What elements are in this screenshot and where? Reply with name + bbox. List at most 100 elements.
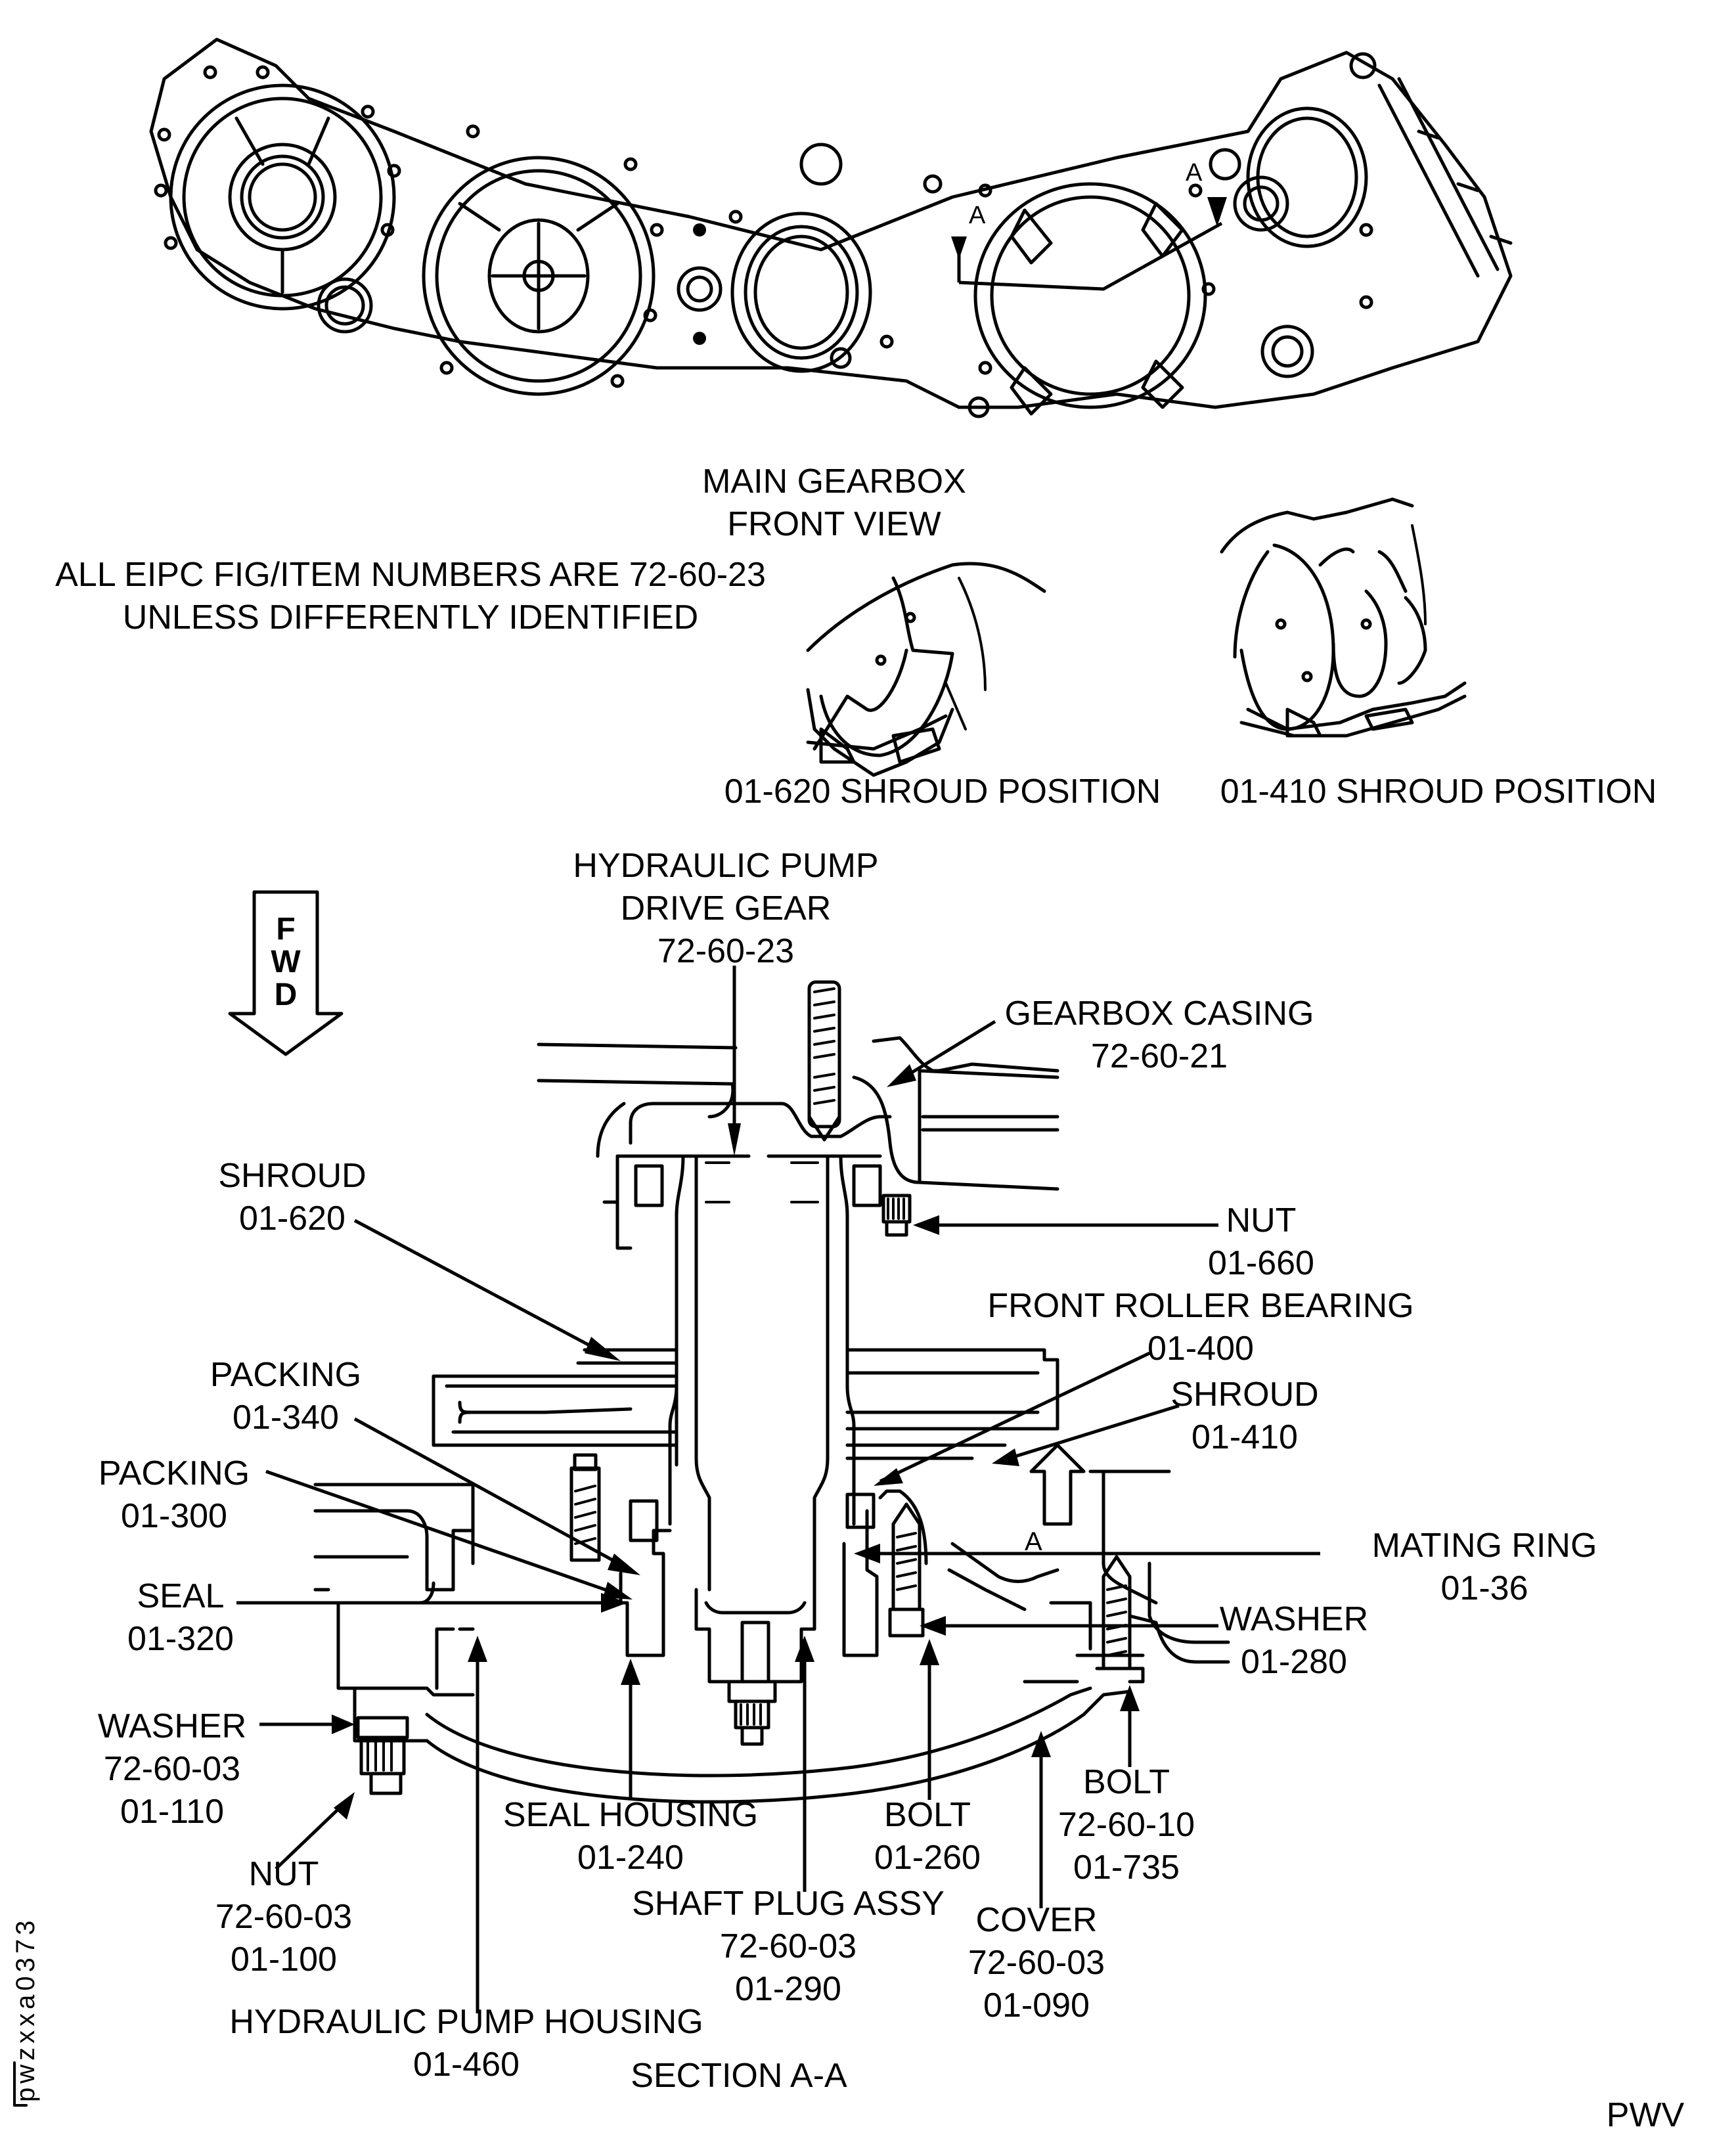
callout-front-roller-bearing: FRONT ROLLER BEARING 01-400 xyxy=(987,1287,1413,1368)
callout-line: SHROUD xyxy=(1170,1376,1318,1414)
gear-cover-1 xyxy=(169,83,396,311)
callout-line: 01-240 xyxy=(577,1839,684,1877)
eipc-note-line1: ALL EIPC FIG/ITEM NUMBERS ARE 72-60-23 xyxy=(55,556,766,594)
callout-hydraulic-pump-housing: HYDRAULIC PUMP HOUSING 01-460 xyxy=(229,2003,703,2084)
callout-line: 01-460 xyxy=(413,2046,520,2084)
callout-shroud-01-410: SHROUD 01-410 xyxy=(1170,1376,1318,1456)
callout-line: 01-100 xyxy=(231,1940,337,1979)
section-title: SECTION A-A xyxy=(631,2057,847,2095)
shroud-position-01-410-drawing xyxy=(1220,497,1467,738)
bolt-01-735-part xyxy=(1075,1555,1145,1684)
section-marker-a-3: A xyxy=(1025,1527,1042,1556)
gear-cover-2 xyxy=(422,156,656,396)
washer-01-110-part xyxy=(356,1716,409,1795)
shaft-plug-assy-part xyxy=(694,1588,816,1746)
callout-line: 72-60-03 xyxy=(968,1944,1105,1982)
callout-line: 01-36 xyxy=(1441,1569,1528,1607)
port-boss-1 xyxy=(317,277,373,334)
callout-line: BOLT xyxy=(1083,1763,1170,1801)
callout-bolt-01-260: BOLT 01-260 xyxy=(874,1796,981,1877)
callout-line: 01-660 xyxy=(1208,1244,1314,1282)
callout-line: SHROUD xyxy=(218,1157,366,1195)
section-a-a-drawing xyxy=(313,980,1230,1804)
bolt-holes xyxy=(154,65,1373,418)
callout-line: BOLT xyxy=(884,1796,971,1834)
main-view-title-line1: MAIN GEARBOX xyxy=(702,462,966,501)
figure-reference-text: pwzxxa0373 xyxy=(11,1917,40,2102)
callout-packing-01-300: PACKING 01-300 xyxy=(99,1454,250,1535)
callout-line: 72-60-03 xyxy=(720,1927,857,1965)
callout-washer-01-110: WASHER 72-60-03 01-110 xyxy=(98,1707,246,1831)
callout-line: 01-735 xyxy=(1073,1848,1180,1887)
callout-line: PACKING xyxy=(99,1454,250,1492)
callout-line: 01-400 xyxy=(1147,1330,1254,1368)
fwd-letter-d: D xyxy=(275,977,298,1012)
callout-washer-01-280: WASHER 01-280 xyxy=(1220,1600,1368,1681)
callout-line: 01-620 xyxy=(239,1199,345,1238)
left-stud xyxy=(569,1453,601,1562)
callout-line: GEARBOX CASING xyxy=(1005,995,1314,1033)
callout-leaders xyxy=(236,966,1320,2013)
gear-cover-4 xyxy=(973,182,1207,416)
section-cut-line xyxy=(958,221,1223,291)
callout-line: MATING RING xyxy=(1372,1527,1597,1565)
callout-line: 01-320 xyxy=(127,1620,234,1658)
callout-line: 01-340 xyxy=(233,1399,339,1437)
callout-nut-01-660: NUT 01-660 xyxy=(1208,1201,1314,1282)
main-gearbox-front-view-drawing: A A xyxy=(149,37,1513,418)
drive-gear-shaft xyxy=(694,1154,830,1592)
callout-seal-01-320: SEAL 01-320 xyxy=(127,1577,234,1658)
callout-line: 01-290 xyxy=(735,1970,841,2008)
callout-shaft-plug-assy: SHAFT PLUG ASSY 72-60-03 01-290 xyxy=(632,1885,945,2008)
callout-line: COVER xyxy=(976,1901,1098,1939)
callout-line: FRONT ROLLER BEARING xyxy=(987,1287,1413,1325)
section-marker-a-2: A xyxy=(1186,159,1203,187)
callout-line: 72-60-23 xyxy=(657,932,794,970)
callout-line: DRIVE GEAR xyxy=(621,889,832,928)
callout-line: SHAFT PLUG ASSY xyxy=(632,1885,945,1923)
callout-mating-ring: MATING RING 01-36 xyxy=(1372,1527,1597,1607)
callout-line: SEAL HOUSING xyxy=(503,1796,758,1834)
center-boss xyxy=(677,266,723,312)
cover-outline xyxy=(425,1686,1092,1778)
stud xyxy=(807,980,841,1142)
shroud-position-01-620-caption: 01-620 SHROUD POSITION xyxy=(724,773,1161,811)
callout-line: 72-60-03 xyxy=(215,1898,352,1936)
callout-line: NUT xyxy=(249,1855,319,1893)
callout-cover: COVER 72-60-03 01-090 xyxy=(968,1901,1105,2025)
callout-shroud-01-620: SHROUD 01-620 xyxy=(218,1157,366,1238)
callout-line: 01-260 xyxy=(874,1839,981,1877)
callout-line: 72-60-21 xyxy=(1091,1037,1228,1075)
callout-line: PACKING xyxy=(210,1356,361,1394)
callout-gearbox-casing: GEARBOX CASING 72-60-21 xyxy=(1005,995,1314,1075)
hole xyxy=(693,223,706,236)
callout-line: 72-60-03 xyxy=(104,1750,240,1788)
callout-seal-housing: SEAL HOUSING 01-240 xyxy=(503,1796,758,1877)
callout-line: 01-090 xyxy=(983,1986,1090,2025)
section-marker-a: A xyxy=(969,202,986,229)
section-arrow xyxy=(1207,197,1227,227)
fwd-letter-w: W xyxy=(271,945,301,979)
seal-housing-part xyxy=(619,1529,672,1657)
eipc-note-line2: UNLESS DIFFERENTLY IDENTIFIED xyxy=(123,598,698,637)
callout-line: HYDRAULIC PUMP HOUSING xyxy=(229,2003,703,2041)
callout-hydraulic-pump-drive-gear: HYDRAULIC PUMP DRIVE GEAR 72-60-23 xyxy=(573,847,878,970)
main-view-title-line2: FRONT VIEW xyxy=(727,505,941,543)
callout-line: 01-410 xyxy=(1191,1418,1298,1456)
callout-line: 72-60-10 xyxy=(1058,1806,1195,1844)
nut-01-660-part xyxy=(881,1194,912,1237)
callout-line: HYDRAULIC PUMP xyxy=(573,847,878,885)
forward-direction-arrow: F W D xyxy=(228,890,344,1056)
callout-line: 01-110 xyxy=(120,1793,224,1831)
callout-line: WASHER xyxy=(98,1707,246,1745)
gear-cover-3 xyxy=(730,143,872,373)
gear-cover-5 xyxy=(1209,52,1377,378)
callout-line: 01-300 xyxy=(121,1497,227,1535)
callout-nut-01-100: NUT 72-60-03 01-100 xyxy=(215,1855,352,1979)
bolt-01-260-part xyxy=(888,1502,925,1638)
callout-line: WASHER xyxy=(1220,1600,1368,1638)
callout-line: NUT xyxy=(1226,1201,1297,1240)
callout-line: 01-280 xyxy=(1241,1643,1347,1681)
callout-packing-01-340: PACKING 01-340 xyxy=(210,1356,361,1437)
